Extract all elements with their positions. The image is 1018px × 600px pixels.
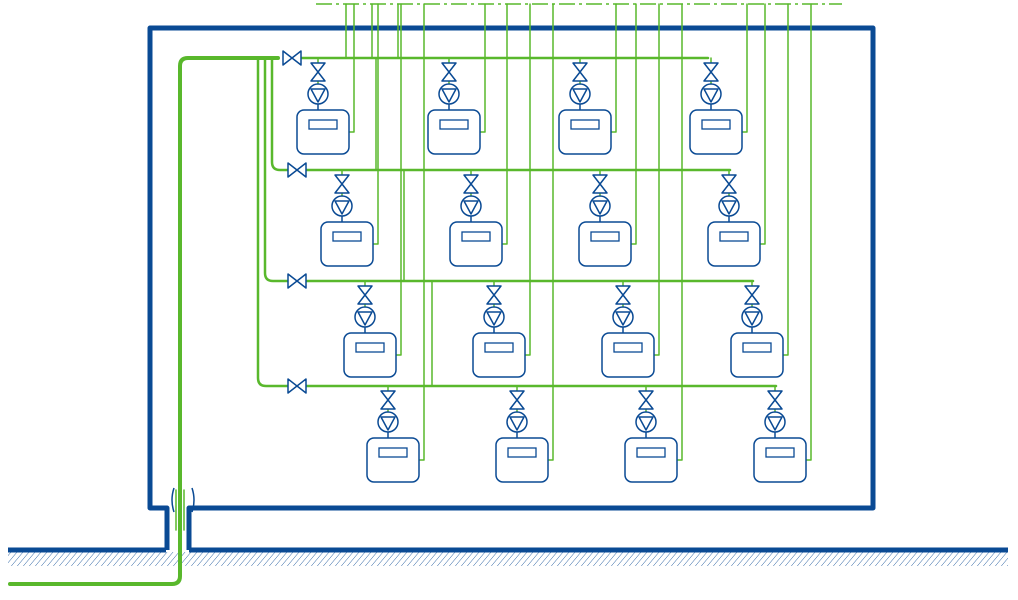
water-meter-icon bbox=[730, 332, 784, 378]
gate-valve-icon bbox=[287, 273, 307, 289]
water-meter-icon bbox=[707, 221, 761, 267]
water-meter-icon-display bbox=[742, 342, 772, 353]
check-valve-icon-arrow bbox=[310, 88, 326, 103]
gate-valve-icon bbox=[282, 50, 302, 66]
water-meter-icon-display bbox=[355, 342, 385, 353]
water-meter-icon bbox=[558, 109, 612, 155]
check-valve-icon-arrow bbox=[509, 416, 525, 431]
gate-valve-icon bbox=[615, 285, 631, 305]
apartment-riser bbox=[805, 3, 812, 461]
check-valve-icon-arrow bbox=[357, 311, 373, 326]
apartment-riser bbox=[479, 3, 486, 133]
check-valve-icon-arrow bbox=[744, 311, 760, 326]
check-valve-icon-arrow bbox=[721, 200, 737, 215]
apartment-riser bbox=[524, 3, 531, 356]
gate-valve-icon bbox=[486, 285, 502, 305]
water-meter-icon-display bbox=[378, 447, 408, 458]
apartment-riser bbox=[653, 3, 660, 356]
apartment-riser bbox=[501, 3, 508, 245]
check-valve-icon-arrow bbox=[486, 311, 502, 326]
apartment-riser bbox=[418, 3, 425, 461]
wall-penetration bbox=[171, 487, 195, 513]
apartment-riser bbox=[610, 3, 617, 133]
ground bbox=[8, 547, 1008, 566]
building-outline bbox=[147, 25, 876, 550]
water-meter-icon bbox=[366, 437, 420, 483]
apartment-riser bbox=[547, 3, 554, 461]
water-meter-icon bbox=[472, 332, 526, 378]
check-valve-icon-arrow bbox=[463, 200, 479, 215]
check-valve-icon-arrow bbox=[380, 416, 396, 431]
gate-valve-icon bbox=[380, 390, 396, 410]
water-meter-icon bbox=[624, 437, 678, 483]
water-meter-icon-display bbox=[332, 231, 362, 242]
water-meter-icon-display bbox=[636, 447, 666, 458]
apartment-riser bbox=[741, 3, 748, 133]
water-meter-icon bbox=[689, 109, 743, 155]
water-meter-icon-display bbox=[484, 342, 514, 353]
gate-valve-icon bbox=[638, 390, 654, 410]
check-valve-icon-arrow bbox=[767, 416, 783, 431]
apartment-riser bbox=[348, 3, 355, 133]
main-supply-pipe bbox=[8, 56, 280, 586]
gate-valve-icon bbox=[767, 390, 783, 410]
apartment-riser bbox=[372, 3, 379, 245]
gate-valve-icon bbox=[721, 174, 737, 194]
water-meter-icon bbox=[320, 221, 374, 267]
water-meter-icon bbox=[495, 437, 549, 483]
water-meter-icon bbox=[601, 332, 655, 378]
gate-valve-icon bbox=[463, 174, 479, 194]
gate-valve-icon bbox=[287, 378, 307, 394]
gate-valve-icon bbox=[334, 174, 350, 194]
check-valve-icon-arrow bbox=[703, 88, 719, 103]
apartment-riser bbox=[395, 3, 402, 356]
floor-riser-3 bbox=[263, 56, 290, 283]
water-meter-icon-display bbox=[590, 231, 620, 242]
water-meter-icon-display bbox=[507, 447, 537, 458]
floor-riser-2 bbox=[270, 56, 290, 172]
gate-valve-icon bbox=[509, 390, 525, 410]
gate-valve-icon bbox=[592, 174, 608, 194]
gate-valve-icon bbox=[357, 285, 373, 305]
water-meter-icon-display bbox=[570, 119, 600, 130]
check-valve-icon-arrow bbox=[615, 311, 631, 326]
floor-riser-4 bbox=[256, 56, 290, 388]
apartment-riser bbox=[782, 3, 789, 356]
main-supply-wall-sleeve bbox=[175, 489, 185, 531]
apartment-riser bbox=[630, 3, 637, 245]
check-valve-icon-arrow bbox=[592, 200, 608, 215]
gate-valve-icon bbox=[441, 62, 457, 82]
check-valve-icon-arrow bbox=[572, 88, 588, 103]
water-meter-icon bbox=[578, 221, 632, 267]
ground-hatch bbox=[8, 552, 1008, 566]
gate-valve-icon bbox=[287, 162, 307, 178]
check-valve-icon-arrow bbox=[334, 200, 350, 215]
water-meter-icon-display bbox=[719, 231, 749, 242]
gate-valve-icon bbox=[744, 285, 760, 305]
water-meter-icon bbox=[343, 332, 397, 378]
water-meter-icon bbox=[296, 109, 350, 155]
water-meter-icon-display bbox=[701, 119, 731, 130]
water-meter-icon bbox=[753, 437, 807, 483]
water-meter-icon-display bbox=[613, 342, 643, 353]
check-valve-icon-arrow bbox=[638, 416, 654, 431]
water-meter-icon-display bbox=[308, 119, 338, 130]
water-meter-icon-display bbox=[461, 231, 491, 242]
gate-valve-icon bbox=[703, 62, 719, 82]
gate-valve-icon bbox=[310, 62, 326, 82]
apartment-riser bbox=[676, 3, 683, 461]
water-meter-icon bbox=[427, 109, 481, 155]
water-meter-icon-display bbox=[439, 119, 469, 130]
check-valve-icon-arrow bbox=[441, 88, 457, 103]
equipment bbox=[282, 50, 807, 483]
water-meter-icon-display bbox=[765, 447, 795, 458]
gate-valve-icon bbox=[572, 62, 588, 82]
water-meter-icon bbox=[449, 221, 503, 267]
pipe-network bbox=[8, 3, 812, 586]
apartment-riser bbox=[759, 3, 766, 245]
